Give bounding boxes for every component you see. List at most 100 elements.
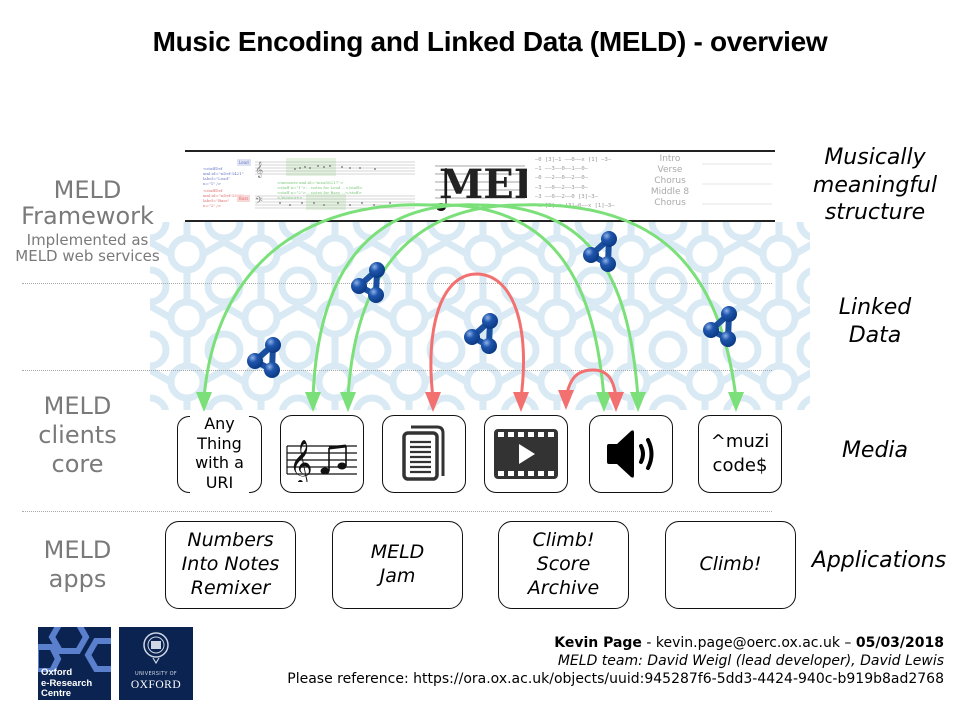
code-line: </measure> bbox=[277, 195, 303, 200]
divider-linked-data bbox=[22, 370, 772, 371]
text-line: Jam bbox=[379, 565, 416, 587]
code-line: <staff n="2">... notes for Bass ...</sta… bbox=[277, 190, 362, 195]
linked-data-label-line1: Linked bbox=[838, 295, 912, 320]
team-credits: MELD team: David Weigl (lead developer),… bbox=[557, 653, 944, 670]
media-muzicode[interactable]: ^muzi code$ bbox=[698, 415, 782, 493]
video-icon bbox=[494, 429, 558, 479]
red-arrowhead bbox=[513, 392, 529, 412]
oerc-text: Oxford e-Research Centre bbox=[41, 667, 93, 700]
code-line: <measure xml:id="meaS6217"> bbox=[277, 180, 344, 185]
clients-label-line3: core bbox=[51, 449, 104, 478]
score-excerpt: 𝄞 𝄢 bbox=[255, 158, 415, 210]
tab-row: —3 ——0——2——0 [3]—3— bbox=[535, 193, 598, 200]
rdf-icon bbox=[247, 337, 281, 378]
reference-link[interactable]: Please reference: https://ora.ox.ac.uk/o… bbox=[287, 671, 944, 688]
framework-label-line2: Framework bbox=[21, 201, 154, 230]
text-line: e-Research bbox=[41, 677, 93, 689]
red-arrowhead bbox=[608, 392, 624, 412]
app-climb-score-archive[interactable]: Climb! Score Archive bbox=[498, 521, 629, 609]
separator: – bbox=[839, 635, 856, 651]
text-line: Numbers bbox=[187, 529, 274, 552]
any-uri-text: Any Thing with a URI bbox=[177, 414, 262, 492]
tab-row: —0 ——2——0——2——0— bbox=[535, 175, 588, 182]
clients-label: MELD clients core bbox=[0, 392, 155, 478]
code-line: <staffDef bbox=[203, 166, 223, 171]
red-link-arcs bbox=[429, 272, 618, 399]
oxford-small-text: UNIVERSITY OF bbox=[135, 671, 177, 677]
speaker-icon bbox=[607, 430, 654, 478]
red-arrow bbox=[564, 368, 618, 399]
green-arrowheads bbox=[196, 392, 744, 412]
code-line: <staffDef bbox=[203, 188, 223, 193]
code-line: xml:id="nDef-3365" bbox=[203, 193, 244, 198]
red-arrowhead bbox=[425, 392, 441, 412]
section-label: Intro bbox=[659, 154, 681, 164]
text-line: Oxford bbox=[41, 667, 73, 678]
text-line: MELD bbox=[370, 541, 425, 564]
red-arrowheads bbox=[425, 390, 624, 412]
mei-logo-text: MEI bbox=[439, 161, 527, 208]
text-line: URI bbox=[205, 472, 234, 492]
framework-label: MELD Framework Implemented as MELD web s… bbox=[0, 176, 175, 264]
media-label: Media bbox=[841, 438, 909, 463]
clients-label-line1: MELD bbox=[43, 392, 112, 420]
mei-measure-snippet: <measure xml:id="meaS6217"> <staff n="1"… bbox=[277, 180, 362, 200]
code-line: label="Lead" bbox=[203, 176, 230, 181]
chord-chart bbox=[702, 163, 772, 205]
framework-label-line1: MELD bbox=[53, 176, 122, 204]
oxford-big-text: OXFORD bbox=[130, 679, 182, 691]
svg-text:𝄞: 𝄞 bbox=[255, 162, 263, 178]
text-line: Archive bbox=[527, 576, 600, 599]
structure-label-line3: structure bbox=[824, 200, 926, 225]
divider-media bbox=[22, 511, 772, 512]
apps-label-line2: apps bbox=[48, 564, 107, 593]
code-line: n="1" /> bbox=[203, 181, 222, 186]
author-email[interactable]: kevin.page@oerc.ox.ac.uk bbox=[655, 635, 840, 651]
clients-label-line2: clients bbox=[38, 420, 117, 449]
mei-staffdef-bass: <staffDef xml:id="nDef-3365" label="Bass… bbox=[203, 188, 244, 208]
green-arrow bbox=[202, 203, 431, 399]
hex-pattern-background bbox=[150, 222, 810, 410]
tab-row: —1 ——3——0——1——0— bbox=[535, 166, 588, 173]
text-line: Any bbox=[204, 414, 235, 433]
footer-credits: Kevin Page - kevin.page@oerc.ox.ac.uk – … bbox=[287, 634, 944, 689]
app-climb[interactable]: Climb! bbox=[665, 521, 796, 609]
code-line: n="2" /> bbox=[203, 203, 222, 208]
page-title: Music Encoding and Linked Data (MELD) - … bbox=[152, 26, 828, 57]
app-meld-jam[interactable]: MELD Jam bbox=[332, 521, 463, 609]
structure-label: Musically meaningful structure bbox=[795, 144, 955, 227]
author-name: Kevin Page bbox=[554, 635, 642, 651]
text-line: Thing bbox=[197, 433, 242, 453]
green-arrowhead bbox=[630, 392, 646, 412]
footer-line-1: Kevin Page - kevin.page@oerc.ox.ac.uk – … bbox=[287, 634, 944, 652]
oxford-crest-icon bbox=[143, 632, 169, 665]
oerc-hex-icon bbox=[38, 627, 111, 672]
framework-sub-line1: Implemented as bbox=[26, 230, 149, 249]
linked-data-label: Linked Data bbox=[795, 294, 955, 349]
media-video[interactable] bbox=[484, 415, 568, 493]
green-arrowhead bbox=[340, 392, 356, 412]
media-audio[interactable] bbox=[589, 415, 673, 493]
text-line: Climb! bbox=[532, 529, 595, 552]
media-score[interactable]: 𝄞 bbox=[280, 415, 364, 493]
media-document[interactable] bbox=[382, 415, 466, 493]
green-arrow bbox=[519, 203, 738, 399]
date: 05/03/2018 bbox=[855, 635, 944, 651]
red-arrowhead bbox=[558, 390, 574, 410]
section-label: Middle 8 bbox=[650, 187, 690, 197]
app-label: Numbers Into Notes Remixer bbox=[182, 529, 280, 600]
section-label: Verse bbox=[657, 165, 683, 175]
oerc-logo: Oxford e-Research Centre bbox=[38, 627, 111, 700]
text-line: Climb! bbox=[699, 553, 762, 576]
oxford-logo: UNIVERSITY OF OXFORD bbox=[119, 627, 193, 700]
text-line: with a bbox=[195, 453, 244, 472]
green-arrow bbox=[429, 203, 606, 399]
app-numbers-into-notes[interactable]: Numbers Into Notes Remixer bbox=[165, 521, 296, 609]
red-arrow bbox=[429, 272, 525, 399]
document-icon bbox=[402, 425, 445, 481]
tab-row: —0 [3]—1 ——0——x [1] —3— bbox=[535, 157, 612, 163]
section-label: Chorus bbox=[654, 176, 686, 186]
svg-text:𝄞: 𝄞 bbox=[289, 440, 313, 482]
app-label: Climb! Score Archive bbox=[528, 529, 600, 600]
media-any-uri[interactable]: Any Thing with a URI bbox=[177, 414, 262, 493]
